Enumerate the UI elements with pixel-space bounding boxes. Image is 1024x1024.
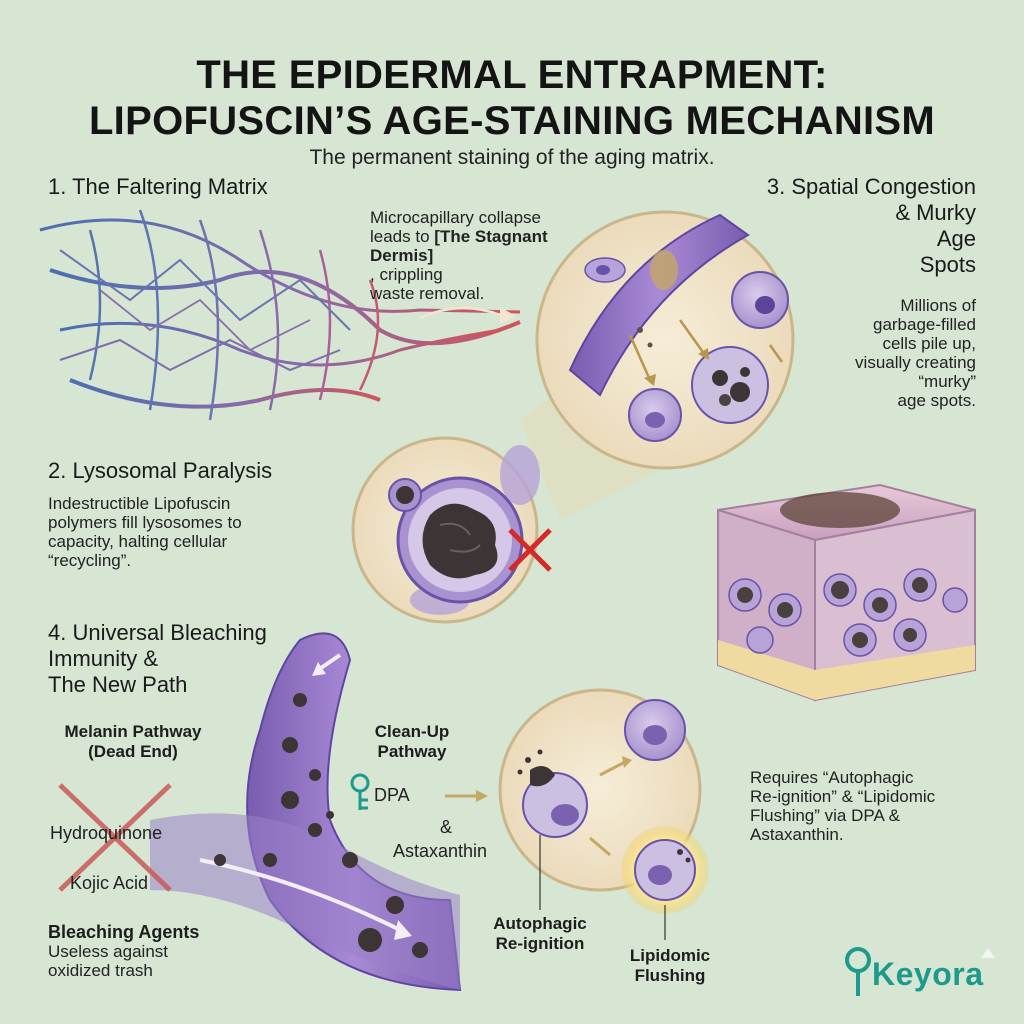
- section-3-heading-line-4: Spots: [919, 252, 976, 277]
- section-1-line-2a: leads to: [370, 227, 430, 246]
- section-2-text: Indestructible Lipofuscin polymers fill …: [48, 494, 308, 570]
- autophagic-reignition-label: Autophagic Re-ignition: [480, 914, 600, 954]
- skin-cross-section: [717, 483, 976, 702]
- section-3-heading: 3. Spatial Congestion & Murky Age Spots: [700, 174, 976, 278]
- bleaching-line-1: Useless against: [48, 942, 169, 961]
- astaxanthin-label: Astaxanthin: [393, 841, 488, 861]
- cleanup-line-1: Clean-Up: [374, 722, 450, 741]
- vein-network: [39, 209, 521, 421]
- section-1-line-3a: , crippling: [370, 265, 443, 284]
- section-3-line-1: Millions of: [900, 296, 976, 315]
- section-2-line-1: Indestructible Lipofuscin: [48, 494, 231, 513]
- autophagic-line-1: Autophagic: [493, 914, 587, 933]
- autophagic-line-2: Re-ignition: [495, 934, 585, 953]
- melanin-line-1: Melanin Pathway: [64, 722, 202, 741]
- section-1-line-4: waste removal.: [370, 284, 485, 303]
- hydroquinone-label: Hydroquinone: [50, 823, 163, 843]
- lysosome-circle: [351, 436, 552, 624]
- bleaching-line-2: oxidized trash: [48, 961, 153, 980]
- lipidomic-line-2: Flushing: [634, 966, 706, 985]
- cleanup-circle: [498, 688, 709, 940]
- brand-logo-text: Keyora: [872, 956, 984, 992]
- requires-line-3: Flushing” via DPA &: [750, 806, 900, 825]
- brand-logo-mark: [845, 947, 995, 996]
- section-2-line-3: capacity, halting cellular: [48, 532, 228, 551]
- ampersand-label: &: [440, 817, 453, 837]
- cleanup-pathway-label: Clean-Up Pathway: [362, 722, 462, 762]
- section-4-heading-line-3: The New Path: [48, 672, 188, 697]
- section-3-text: Millions of garbage-filled cells pile up…: [780, 296, 976, 410]
- requires-line-4: Astaxanthin.: [750, 825, 844, 844]
- section-1-heading: 1. The Faltering Matrix: [48, 174, 268, 199]
- dpa-label: DPA: [374, 785, 410, 805]
- section-1-line-1: Microcapillary collapse: [370, 208, 542, 227]
- bleaching-agents-heading: Bleaching Agents: [48, 922, 200, 942]
- section-2-line-2: polymers fill lysosomes to: [48, 513, 242, 532]
- section-3-line-4: visually creating: [855, 353, 976, 372]
- section-2-line-4: “recycling”.: [48, 551, 132, 570]
- section-3-heading-line-1: 3. Spatial Congestion: [766, 174, 976, 199]
- section-3-heading-line-3: Age: [936, 226, 976, 251]
- section-3-line-6: age spots.: [897, 391, 976, 410]
- melanin-pathway-label: Melanin Pathway (Dead End): [48, 722, 218, 762]
- section-3-line-3: cells pile up,: [882, 334, 976, 353]
- kojic-acid-label: Kojic Acid: [70, 873, 149, 893]
- bleaching-vessel: [150, 632, 462, 992]
- cleanup-line-2: Pathway: [377, 742, 447, 761]
- section-1-line-2: leads to [The Stagnant Dermis]: [370, 227, 570, 265]
- key-icon: [350, 773, 370, 810]
- vessel-magnified-circle: [520, 210, 795, 520]
- page-title: THE EPIDERMAL ENTRAPMENT: LIPOFUSCIN’S A…: [0, 52, 1024, 144]
- section-4-heading-line-1: 4. Universal Bleaching: [48, 620, 267, 645]
- section-4-heading: 4. Universal Bleaching Immunity & The Ne…: [48, 620, 267, 698]
- section-3-line-2: garbage-filled: [872, 315, 976, 334]
- bleaching-agents-block: Bleaching Agents Useless against oxidize…: [48, 922, 199, 980]
- section-2-heading: 2. Lysosomal Paralysis: [48, 458, 273, 483]
- section-3-heading-line-2: & Murky: [895, 200, 976, 225]
- dead-end-cross: [58, 783, 172, 892]
- title-line-2: LIPOFUSCIN’S AGE-STAINING MECHANISM: [88, 99, 936, 143]
- page-subtitle: The permanent staining of the aging matr…: [309, 146, 715, 169]
- dpa-arrow: [445, 790, 488, 802]
- stagnant-dermis-label: [The Stagnant Dermis]: [370, 227, 548, 265]
- section-1-text: Microcapillary collapse leads to [The St…: [370, 208, 570, 303]
- section-4-heading-line-2: Immunity &: [48, 646, 159, 671]
- lipidomic-flushing-label: Lipidomic Flushing: [615, 946, 725, 986]
- title-line-1: THE EPIDERMAL ENTRAPMENT:: [196, 53, 828, 97]
- section-1-line-3: , crippling: [370, 265, 570, 284]
- melanin-line-2: (Dead End): [88, 742, 178, 761]
- requires-line-2: Re-ignition” & “Lipidomic: [750, 787, 936, 806]
- section-3-line-5: “murky”: [918, 372, 976, 391]
- lipidomic-line-1: Lipidomic: [629, 946, 711, 965]
- requires-text: Requires “Autophagic Re-ignition” & “Lip…: [750, 768, 990, 844]
- requires-line-1: Requires “Autophagic: [750, 768, 914, 787]
